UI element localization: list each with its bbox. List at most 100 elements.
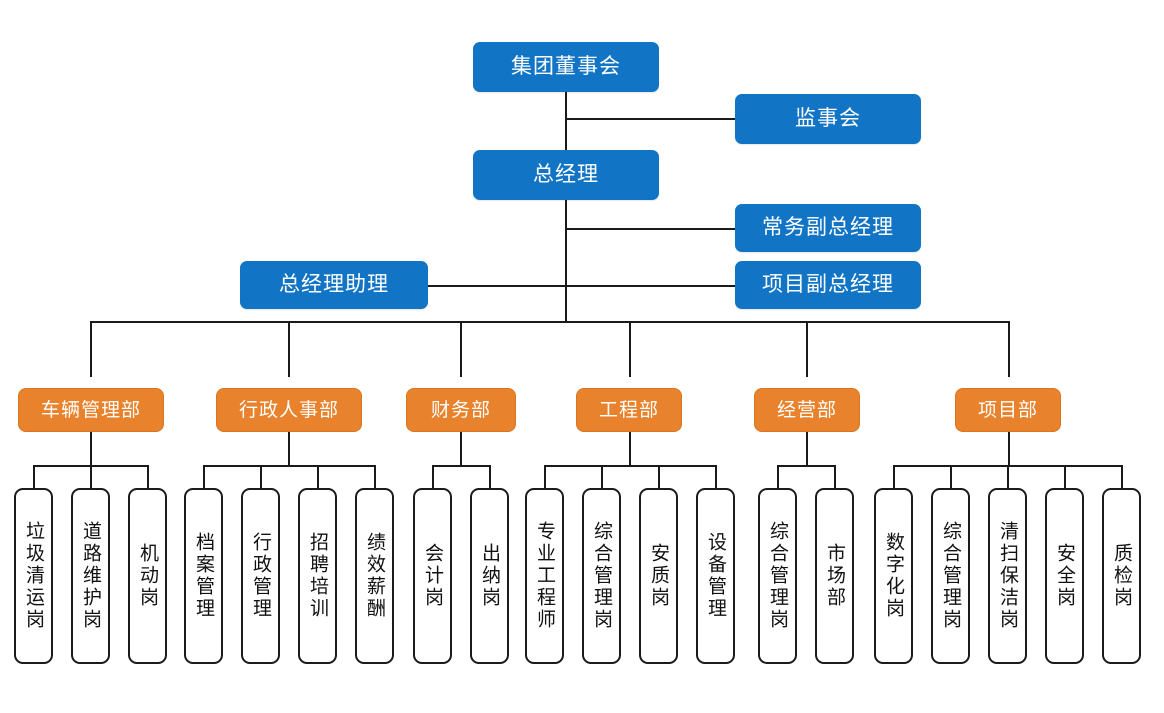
node-group-board-label: 集团董事会 (511, 54, 621, 79)
connector-position-drop-3-0 (544, 465, 546, 489)
connector-position-drop-4-1 (834, 465, 836, 489)
connector-position-drop-3-1 (601, 465, 603, 489)
dept-box-0[interactable]: 车辆管理部 (18, 388, 164, 432)
position-box-4-0[interactable]: 综合管理岗 (758, 488, 797, 664)
connector-spine-to-executive-deputy (565, 228, 735, 230)
connector-position-drop-0-0 (33, 465, 35, 489)
position-label-5-1: 综合管理岗 (940, 521, 962, 631)
position-box-5-4[interactable]: 质检岗 (1102, 488, 1141, 664)
connector-dept-2-drop (460, 432, 462, 466)
position-label-1-3: 绩效薪酬 (364, 532, 386, 620)
position-box-2-1[interactable]: 出纳岗 (470, 488, 509, 664)
position-box-0-0[interactable]: 垃圾清运岗 (14, 488, 53, 664)
node-project-deputy-gm[interactable]: 项目副总经理 (735, 261, 921, 309)
position-box-0-1[interactable]: 道路维护岗 (71, 488, 110, 664)
position-box-3-1[interactable]: 综合管理岗 (582, 488, 621, 664)
position-bus-3 (544, 465, 715, 467)
node-group-board[interactable]: 集团董事会 (473, 42, 659, 92)
position-box-1-0[interactable]: 档案管理 (184, 488, 223, 664)
position-box-5-3[interactable]: 安全岗 (1045, 488, 1084, 664)
connector-position-drop-3-2 (658, 465, 660, 489)
position-label-0-1: 道路维护岗 (80, 521, 102, 631)
position-box-3-0[interactable]: 专业工程师 (525, 488, 564, 664)
node-supervisory-board-label: 监事会 (795, 106, 861, 131)
node-gm-assistant[interactable]: 总经理助理 (240, 261, 428, 309)
connector-position-drop-2-0 (432, 465, 434, 489)
position-label-5-4: 质检岗 (1111, 543, 1133, 609)
connector-dept-5-drop (1008, 432, 1010, 466)
connector-position-drop-1-0 (203, 465, 205, 489)
connector-position-drop-5-1 (950, 465, 952, 489)
node-supervisory-board[interactable]: 监事会 (735, 94, 921, 144)
position-box-0-2[interactable]: 机动岗 (128, 488, 167, 664)
node-project-deputy-gm-label: 项目副总经理 (762, 272, 894, 297)
position-label-0-0: 垃圾清运岗 (23, 521, 45, 631)
connector-position-drop-1-3 (374, 465, 376, 489)
node-gm-assistant-label: 总经理助理 (279, 272, 389, 297)
position-box-2-0[interactable]: 会计岗 (413, 488, 452, 664)
connector-spine-to-project-deputy (565, 285, 735, 287)
dept-label-1: 行政人事部 (238, 398, 339, 421)
connector-bus-to-dept-2 (460, 321, 462, 377)
dept-box-4[interactable]: 经营部 (754, 388, 860, 432)
position-label-4-0: 综合管理岗 (767, 521, 789, 631)
connector-position-drop-1-1 (260, 465, 262, 489)
position-box-1-3[interactable]: 绩效薪酬 (355, 488, 394, 664)
connector-bus-to-dept-4 (806, 321, 808, 377)
connector-gm-spine (565, 200, 567, 323)
position-box-3-2[interactable]: 安质岗 (639, 488, 678, 664)
position-box-4-1[interactable]: 市场部 (815, 488, 854, 664)
connector-position-drop-0-2 (147, 465, 149, 489)
dept-box-5[interactable]: 项目部 (955, 388, 1061, 432)
position-bus-2 (432, 465, 489, 467)
connector-position-drop-3-3 (715, 465, 717, 489)
connector-position-drop-5-4 (1121, 465, 1123, 489)
connector-bus-to-dept-0 (90, 321, 92, 377)
dept-label-2: 财务部 (430, 398, 491, 421)
position-box-5-1[interactable]: 综合管理岗 (931, 488, 970, 664)
position-box-3-3[interactable]: 设备管理 (696, 488, 735, 664)
dept-box-1[interactable]: 行政人事部 (216, 388, 362, 432)
dept-label-0: 车辆管理部 (40, 398, 141, 421)
connector-dept-4-drop (806, 432, 808, 466)
connector-bus-to-dept-5 (1008, 321, 1010, 377)
position-label-3-3: 设备管理 (705, 532, 727, 620)
node-executive-deputy-gm-label: 常务副总经理 (762, 215, 894, 240)
position-label-1-2: 招聘培训 (307, 532, 329, 620)
connector-dept-0-drop (90, 432, 92, 466)
position-box-1-2[interactable]: 招聘培训 (298, 488, 337, 664)
dept-label-3: 工程部 (598, 398, 659, 421)
connector-position-drop-5-2 (1007, 465, 1009, 489)
connector-position-drop-5-3 (1064, 465, 1066, 489)
connector-position-drop-0-1 (90, 465, 92, 489)
dept-box-3[interactable]: 工程部 (576, 388, 682, 432)
position-box-5-0[interactable]: 数字化岗 (874, 488, 913, 664)
department-bus (90, 321, 1010, 323)
position-box-5-2[interactable]: 清扫保洁岗 (988, 488, 1027, 664)
position-label-5-0: 数字化岗 (883, 532, 905, 620)
dept-label-5: 项目部 (977, 398, 1038, 421)
position-label-4-1: 市场部 (824, 543, 846, 609)
node-executive-deputy-gm[interactable]: 常务副总经理 (735, 204, 921, 252)
connector-board-to-gm (565, 92, 567, 150)
node-general-manager-label: 总经理 (533, 162, 599, 187)
position-box-1-1[interactable]: 行政管理 (241, 488, 280, 664)
connector-bus-to-dept-3 (629, 321, 631, 377)
connector-gm-spine-to-supervisory (565, 118, 735, 120)
dept-label-4: 经营部 (776, 398, 837, 421)
position-label-2-1: 出纳岗 (479, 543, 501, 609)
position-label-3-0: 专业工程师 (534, 521, 556, 631)
connector-dept-3-drop (629, 432, 631, 466)
connector-position-drop-1-2 (317, 465, 319, 489)
position-label-1-1: 行政管理 (250, 532, 272, 620)
position-label-1-0: 档案管理 (193, 532, 215, 620)
node-general-manager[interactable]: 总经理 (473, 150, 659, 200)
position-label-5-2: 清扫保洁岗 (997, 521, 1019, 631)
dept-box-2[interactable]: 财务部 (406, 388, 516, 432)
position-label-2-0: 会计岗 (422, 543, 444, 609)
connector-position-drop-4-0 (777, 465, 779, 489)
position-bus-4 (777, 465, 834, 467)
position-label-3-1: 综合管理岗 (591, 521, 613, 631)
position-bus-1 (203, 465, 374, 467)
